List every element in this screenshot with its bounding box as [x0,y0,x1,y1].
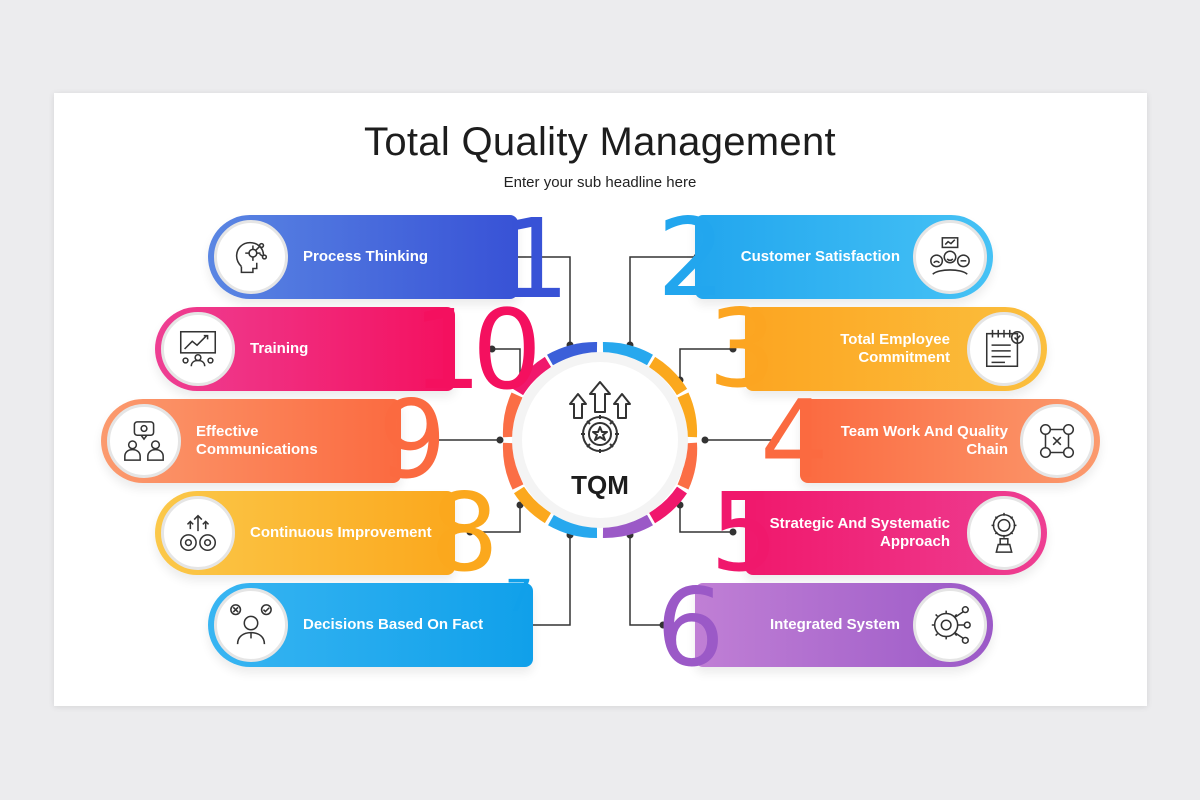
numeral-2: 2 [657,196,726,321]
cycle-arrows-icon [161,496,235,570]
label-training: Training [250,340,309,357]
hub-label: TQM [571,470,629,500]
gear-network-icon [913,588,987,662]
numeral-10: 10 [412,286,542,414]
hub-ring [502,342,698,539]
label-continuous-improvement: Continuous Improvement [250,524,432,541]
hub-circle [522,362,678,518]
gear-trophy-icon [967,496,1041,570]
label-total-employee-commitment: Total Employee Commitment [840,331,950,366]
brain-circuit-head-icon [214,220,288,294]
label-integrated-system: Integrated System [769,616,900,633]
pill-decisions-based-on-fact: Decisions Based On Fact [208,583,533,667]
numeral-3: 3 [708,287,777,412]
numeral-1: 1 [500,195,570,323]
pill-customer-satisfaction: Customer Satisfaction [695,215,993,299]
pill-continuous-improvement: Continuous Improvement [155,491,455,575]
numeral-7: 7 [505,571,533,622]
label-process-thinking: Process Thinking [303,248,429,265]
label-decisions-based-on-fact: Decisions Based On Fact [303,616,484,633]
numeral-6: 6 [656,566,725,691]
pill-total-employee-commitment: Total Employee Commitment [745,307,1047,391]
numeral-5: 5 [710,471,779,596]
numeral-8: 8 [430,471,499,596]
pill-strategic-approach: Strategic And Systematic Approach [745,491,1047,575]
label-effective-communications: Effective Communications [196,423,318,458]
arrows-gear-star-icon [569,381,631,453]
page-title: Total Quality Management [364,120,836,164]
teamwork-hands-icon [1020,404,1094,478]
pill-training: Training [155,307,455,391]
label-strategic-approach: Strategic And Systematic Approach [769,515,950,550]
pill-effective-communications: Effective Communications [101,399,401,483]
pill-process-thinking: Process Thinking [208,215,518,299]
label-customer-satisfaction: Customer Satisfaction [740,248,900,265]
presentation-board-icon [161,312,235,386]
person-decision-icon [214,588,288,662]
smiley-rating-icon [913,220,987,294]
page-subtitle: Enter your sub headline here [503,174,697,191]
pill-integrated-system: Integrated System [695,583,993,667]
numeral-4: 4 [760,378,829,503]
pill-team-work: Team Work And Quality Chain [800,399,1100,483]
checklist-board-icon [967,312,1041,386]
label-team-work: Team Work And Quality Chain [840,423,1008,458]
chat-people-icon [107,404,181,478]
numeral-9: 9 [378,378,447,503]
